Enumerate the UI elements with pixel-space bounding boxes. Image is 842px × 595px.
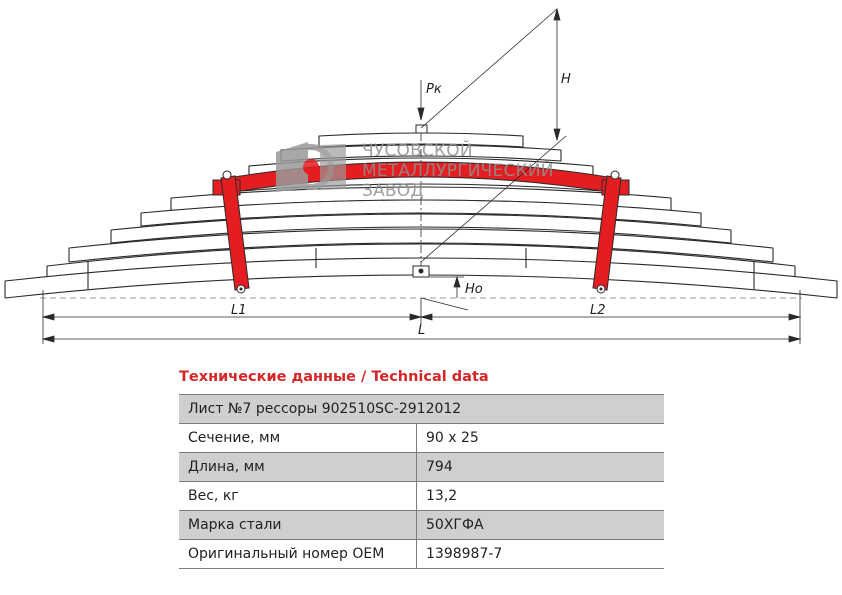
table-header-row: Лист №7 рессоры 902510SC-2912012	[179, 394, 664, 424]
left-shackle	[212, 170, 250, 294]
spec-key: Сечение, мм	[179, 423, 417, 453]
spec-key: Оригинальный номер OEM	[179, 539, 417, 569]
watermark-line-3: ЗАВОД	[362, 181, 424, 201]
spring-leaf	[110, 213, 732, 244]
spec-value: 13,2	[416, 481, 664, 511]
spring-leaf	[68, 228, 774, 263]
table-row: Марка стали 50ХГФА	[179, 510, 664, 540]
ho-dimension	[430, 275, 464, 298]
construction-lines	[420, 8, 567, 311]
length-dimensions	[41, 290, 802, 344]
spec-value: 1398987-7	[416, 539, 664, 569]
center-bolt	[412, 124, 430, 278]
h-label: H	[561, 72, 571, 87]
spec-key: Длина, мм	[179, 452, 417, 482]
leaf-spring-drawing: Pк H Ho L1 L2 L ЧУСОВСКОЙ МЕТАЛЛУРГИЧЕСК…	[4, 7, 838, 344]
load-arrow	[417, 80, 425, 121]
spec-value: 794	[416, 452, 664, 482]
l-label: L	[418, 323, 425, 338]
technical-data-title: Технические данные / Technical data	[179, 369, 489, 385]
spec-key: Марка стали	[179, 510, 417, 540]
ho-label: Ho	[465, 282, 483, 297]
spring-leaf	[4, 257, 838, 299]
table-row: Длина, мм 794	[179, 452, 664, 482]
watermark-line-2: МЕТАЛЛУРГИЧЕСКИЙ	[362, 159, 554, 181]
pk-label: Pк	[426, 82, 442, 97]
table-row: Оригинальный номер OEM 1398987-7	[179, 539, 664, 569]
height-dimension	[553, 7, 561, 142]
l2-label: L2	[590, 303, 606, 318]
spec-key: Вес, кг	[179, 481, 417, 511]
manufacturer-watermark: ЧУСОВСКОЙ МЕТАЛЛУРГИЧЕСКИЙ ЗАВОД	[276, 139, 554, 201]
factory-logo-icon	[276, 142, 346, 192]
technical-data-table: Лист №7 рессоры 902510SC-2912012 Сечение…	[179, 394, 664, 569]
spec-value: 90 x 25	[416, 423, 664, 453]
spec-value: 50ХГФА	[416, 510, 664, 540]
table-row: Сечение, мм 90 x 25	[179, 423, 664, 453]
right-shackle	[592, 170, 630, 294]
l1-label: L1	[231, 303, 247, 318]
watermark-line-1: ЧУСОВСКОЙ	[362, 139, 473, 161]
part-name-cell: Лист №7 рессоры 902510SC-2912012	[179, 394, 664, 424]
table-row: Вес, кг 13,2	[179, 481, 664, 511]
